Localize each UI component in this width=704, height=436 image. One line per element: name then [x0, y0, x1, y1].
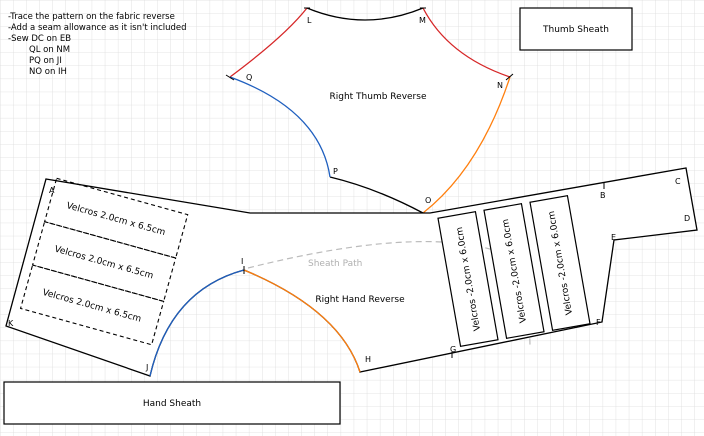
- point-label-k: K: [8, 319, 14, 328]
- point-label-j: J: [145, 363, 148, 372]
- thumb-edge-lm: [306, 7, 424, 21]
- instruction-line: NO on IH: [29, 67, 67, 77]
- point-label-p: P: [333, 167, 338, 176]
- thumb-reverse-label: Right Thumb Reverse: [330, 92, 427, 102]
- instruction-line: -Sew DC on EB: [8, 34, 71, 44]
- velcro-strip-left: [43, 177, 189, 259]
- tick-n: [505, 73, 514, 81]
- thumb-edge-no: [422, 76, 511, 214]
- point-label-l: L: [307, 16, 312, 25]
- hand-reverse-label: Right Hand Reverse: [315, 295, 405, 305]
- velcro-strip-left: [19, 264, 165, 346]
- point-label-q: Q: [246, 73, 252, 82]
- velcro-strip-right: Velcros -2.0cm x 6.0cm: [483, 202, 545, 340]
- instruction-line: -Add a seam allowance as it isn't includ…: [8, 23, 187, 33]
- thumb-edge-pq: [229, 76, 331, 178]
- thumb-fill: [230, 8, 510, 213]
- point-label-g: G: [450, 345, 456, 354]
- velcro-strip-right-box: [529, 194, 591, 332]
- right-thumb-reverse-piece: Right Thumb Reverse: [225, 7, 514, 214]
- velcro-strip-right: Velcros -2.0cm x 6.0cm: [529, 194, 591, 332]
- thumb-edge-mn: [422, 7, 511, 78]
- point-label-m: M: [419, 16, 426, 25]
- velcro-strip-right-box: [437, 210, 499, 348]
- instruction-line: PQ on JI: [29, 56, 62, 66]
- thumb-edge-op: [329, 176, 424, 214]
- point-label-n: N: [497, 81, 503, 90]
- point-label-o: O: [425, 196, 431, 205]
- point-label-c: C: [675, 177, 681, 186]
- hand-sheath-piece: [3, 381, 341, 425]
- instruction-line: -Trace the pattern on the fabric reverse: [8, 12, 175, 22]
- point-label-e: E: [611, 233, 616, 242]
- thumb-edge-ql: [229, 7, 308, 78]
- tick-q: [225, 74, 235, 81]
- point-label-a: A: [49, 186, 55, 195]
- thumb-sheath-label: Thumb Sheath: [542, 25, 609, 35]
- hand-sheath-label: Hand Sheath: [143, 399, 201, 409]
- velcro-strip-left: [31, 220, 177, 303]
- point-label-f: F: [596, 318, 601, 327]
- velcro-strip-right: Velcros -2.0cm x 6.0cm: [437, 210, 499, 348]
- point-label-b: B: [600, 191, 606, 200]
- sheath-path-label: Sheath Path: [308, 259, 362, 269]
- instruction-line: QL on NM: [29, 45, 70, 55]
- thumb-sheath-piece: [519, 7, 633, 51]
- hand-edge-ih: [243, 269, 361, 373]
- point-label-i: I: [241, 257, 243, 266]
- instructions: -Trace the pattern on the fabric reverse…: [8, 12, 187, 77]
- point-labels: A B C D E F G H I J K L M N O P Q: [8, 16, 690, 372]
- point-label-h: H: [365, 355, 371, 364]
- velcro-strip-right-box: [483, 202, 545, 340]
- hand-edge-ji: [149, 269, 245, 377]
- point-label-d: D: [684, 214, 690, 223]
